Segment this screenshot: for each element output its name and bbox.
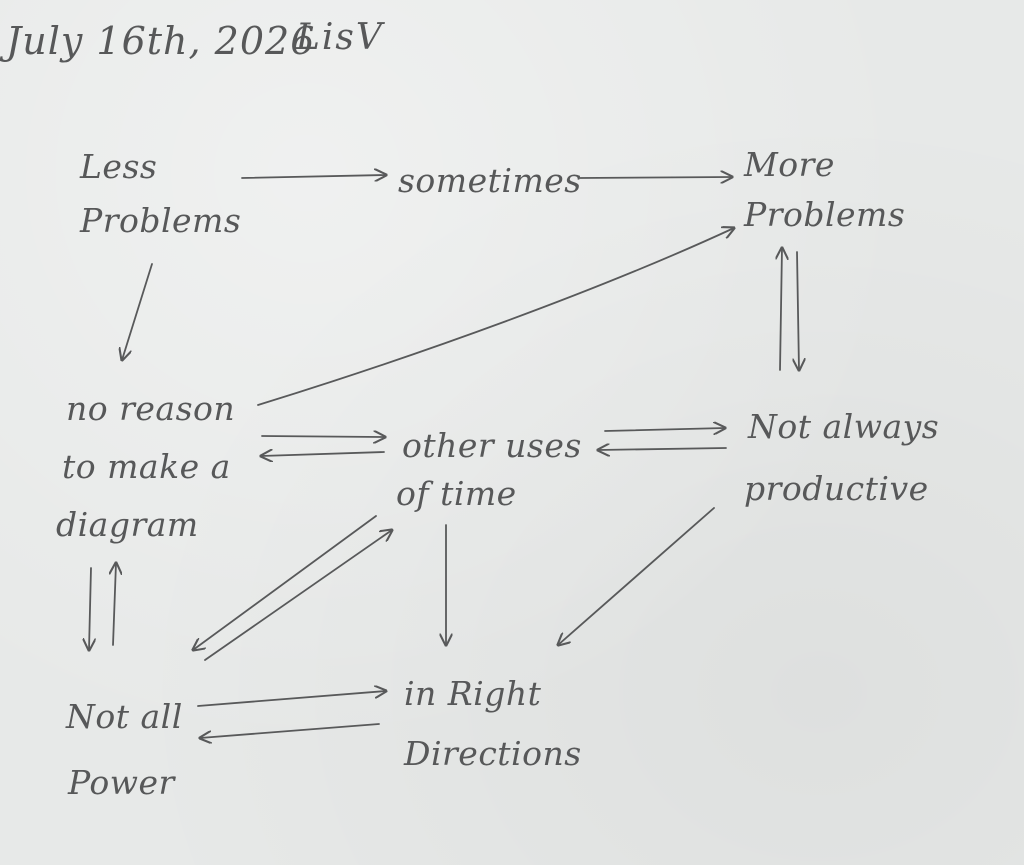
arrow-right-directions-to-not-all-power	[200, 723, 380, 738]
node-not-always-productive: Not always productive	[744, 396, 940, 520]
arrow-no-reason-to-other-uses	[261, 436, 385, 437]
node-not-all-power: Not all Power	[66, 684, 183, 816]
node-more-problems: More Problems	[744, 140, 905, 240]
node-right-directions-line-1: in Right	[404, 674, 542, 713]
arrow-other-uses-to-not-always	[604, 428, 725, 431]
node-other-uses-line-2: of time	[396, 474, 517, 513]
node-no-reason: no reason to make a diagram	[56, 380, 236, 554]
node-not-always-line-2: productive	[744, 469, 929, 508]
arrow-more-to-not-always	[797, 251, 799, 370]
arrow-no-reason-to-not-all-power	[89, 567, 91, 650]
arrow-not-always-to-more	[780, 248, 782, 371]
node-no-reason-line-2: to make a	[62, 447, 231, 486]
node-not-all-power-line-1: Not all	[66, 697, 183, 736]
node-not-always-line-1: Not always	[748, 407, 940, 446]
arrow-other-uses-to-no-reason	[261, 452, 385, 456]
arrow-not-all-power-to-other-uses	[204, 530, 392, 661]
date-note: July 16th, 2026	[6, 19, 316, 63]
node-more-problems-line-1: More	[744, 145, 835, 184]
node-less-problems-line-1: Less	[80, 147, 158, 186]
arrow-not-all-power-to-no-reason	[113, 563, 116, 646]
node-other-uses-of-time: other uses of time	[396, 422, 582, 518]
node-less-problems: Less Problems	[80, 140, 241, 248]
arrow-less-to-no-reason	[122, 263, 153, 360]
node-no-reason-line-1: no reason	[66, 389, 236, 428]
arrow-not-all-power-to-right-directions	[197, 691, 386, 707]
author-signature: LisV	[296, 17, 384, 58]
node-less-problems-line-2: Problems	[80, 201, 242, 240]
node-in-right-directions: in Right Directions	[404, 664, 582, 784]
arrow-less-to-sometimes	[241, 175, 386, 178]
node-right-directions-line-2: Directions	[404, 734, 582, 773]
arrow-no-reason-to-more	[257, 228, 734, 406]
node-sometimes: sometimes	[398, 161, 582, 200]
arrow-not-always-to-right-directions	[558, 507, 715, 645]
node-more-problems-line-2: Problems	[744, 195, 906, 234]
arrow-sometimes-to-more	[579, 177, 732, 178]
node-not-all-power-line-2: Power	[68, 763, 175, 802]
arrow-not-always-to-other-uses	[598, 448, 727, 450]
node-no-reason-line-3: diagram	[56, 505, 199, 544]
arrow-other-uses-to-not-all-power	[193, 515, 377, 650]
node-other-uses-line-1: other uses	[402, 426, 582, 465]
